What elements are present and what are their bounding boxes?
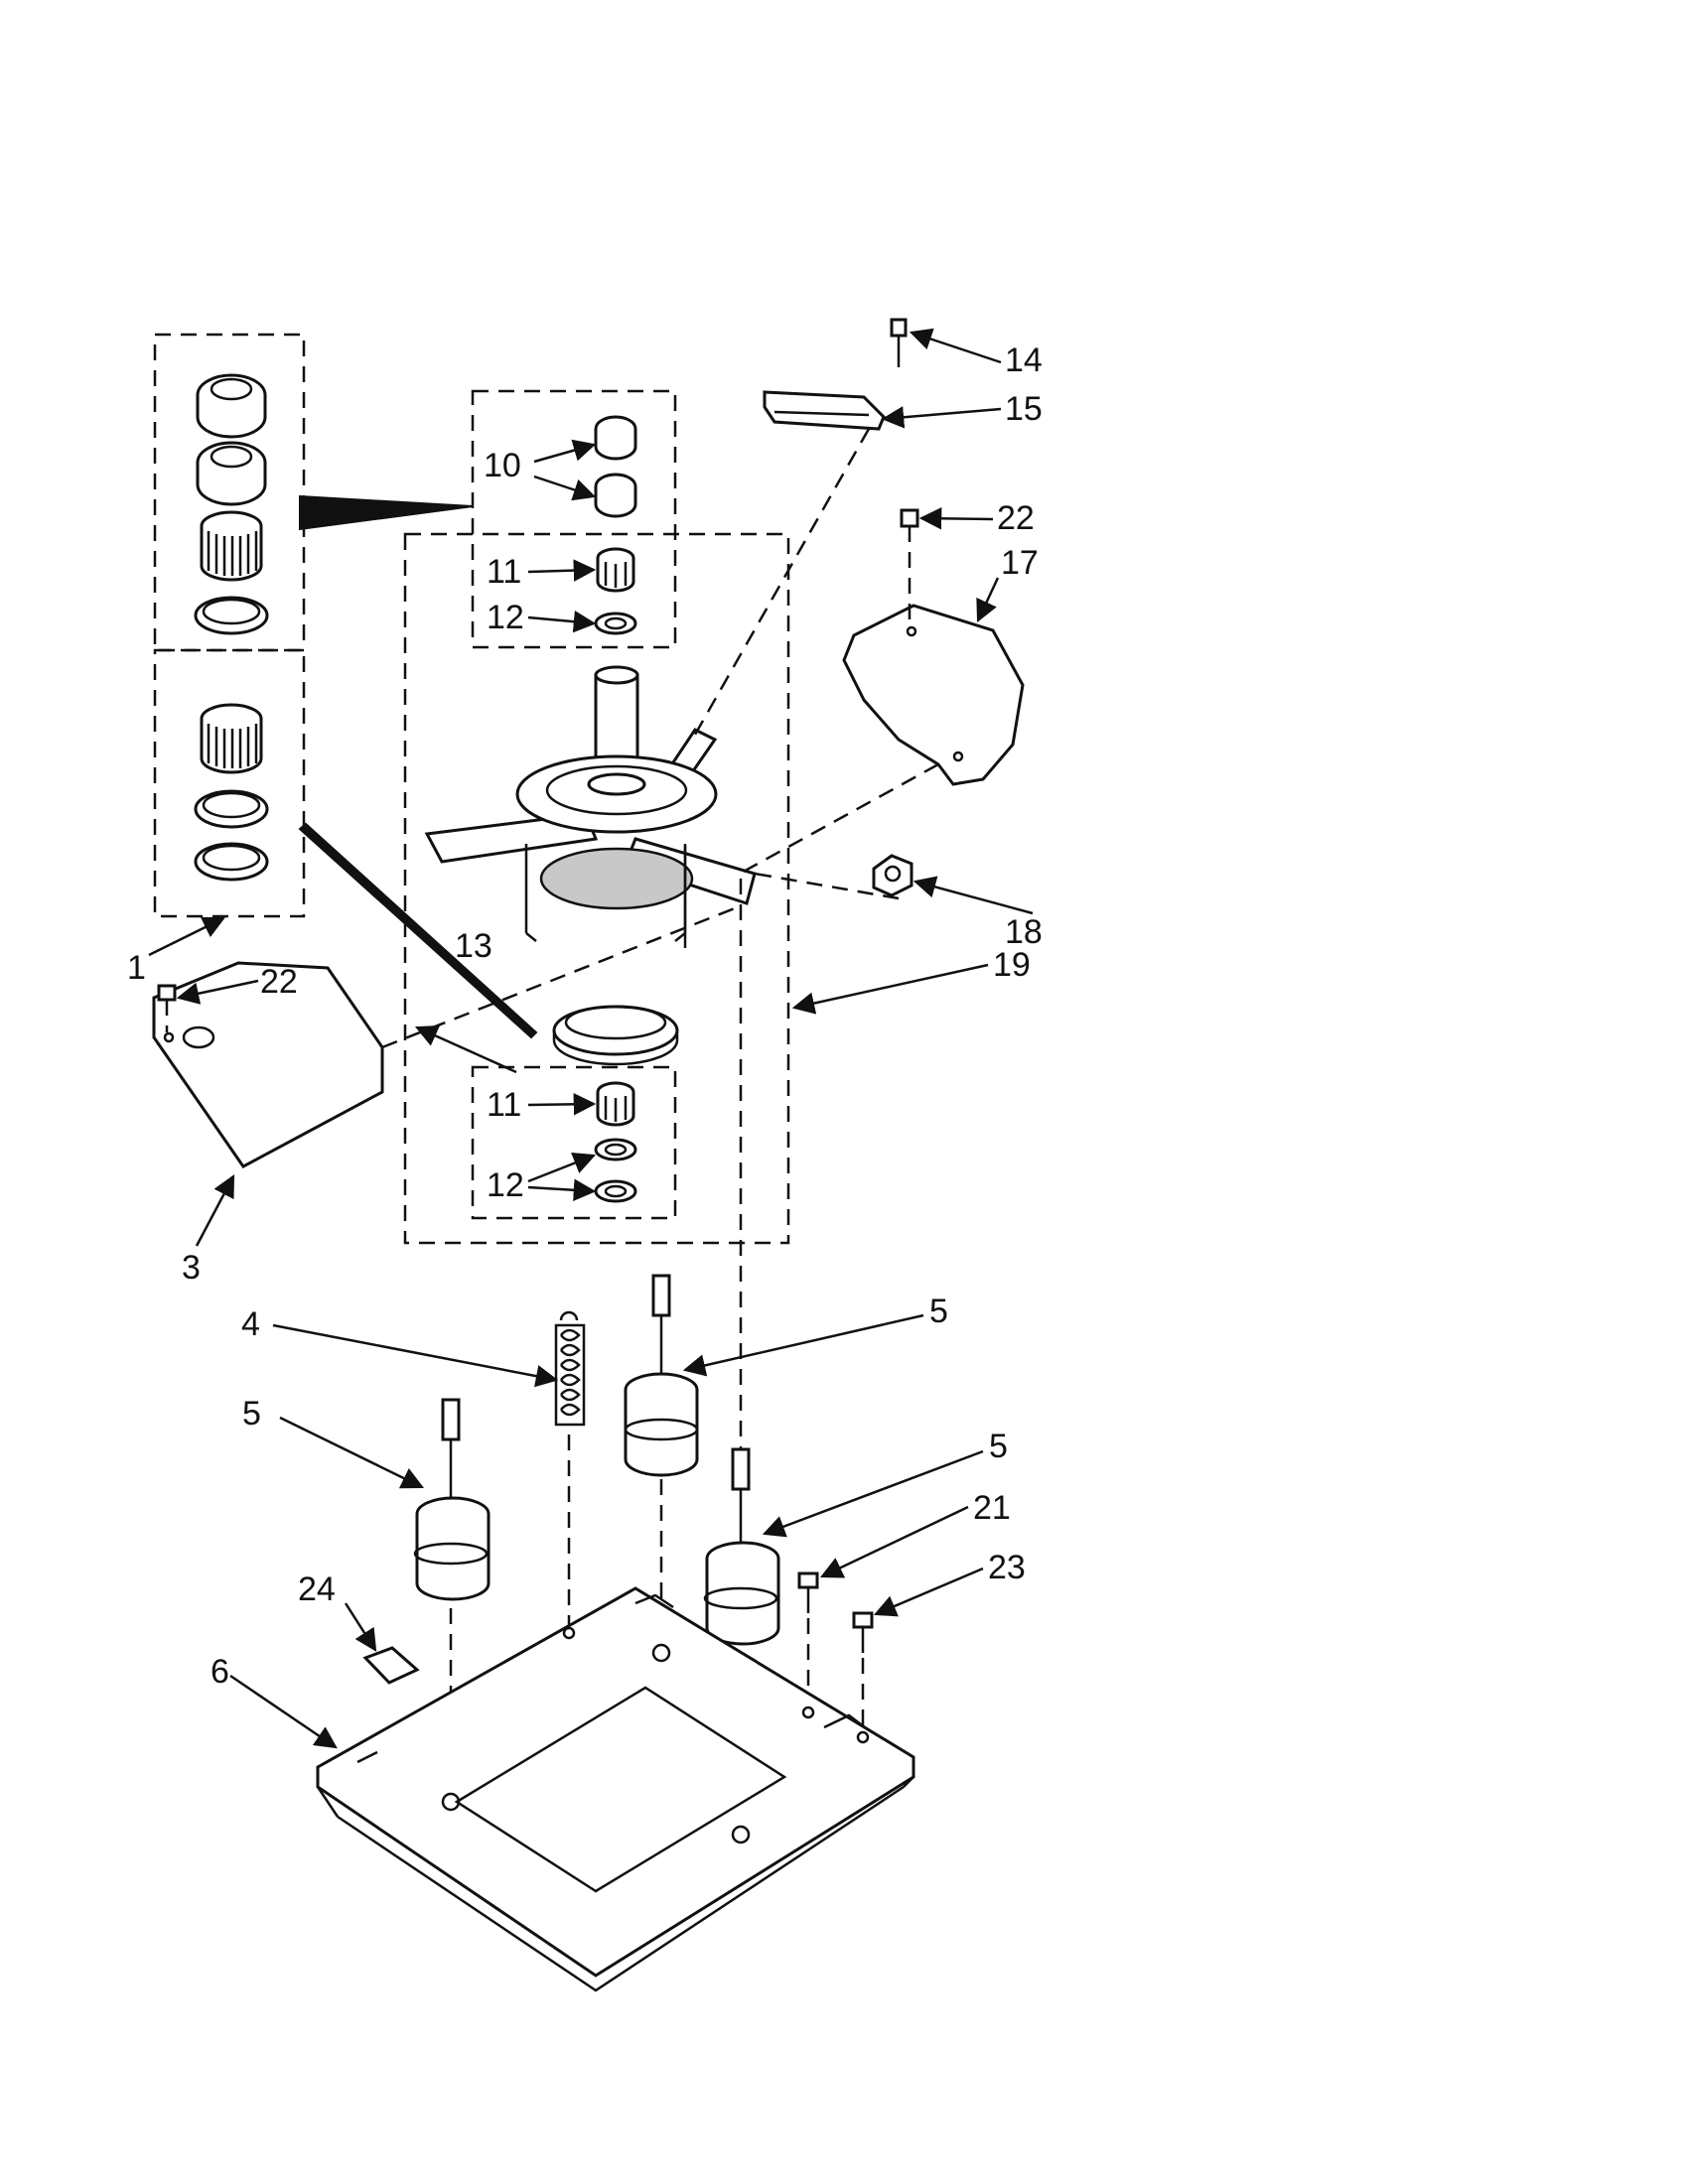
suspension-rod-icon — [624, 1274, 699, 1638]
screw-icon — [900, 508, 919, 620]
screw-icon — [157, 984, 177, 1032]
transmission-box-19 — [403, 532, 790, 1245]
callout-15: 15 — [1005, 390, 1043, 428]
callout-17: 17 — [1001, 544, 1039, 582]
screw-icon — [890, 318, 908, 367]
callout-21: 21 — [973, 1489, 1011, 1527]
cover-plate-icon — [842, 604, 1025, 786]
callout-4: 4 — [241, 1305, 260, 1343]
callout-12: 12 — [487, 1166, 524, 1204]
bushing-icon — [594, 473, 637, 518]
callout-23: 23 — [988, 1549, 1026, 1586]
callout-5: 5 — [929, 1293, 948, 1330]
cover-plate-icon — [152, 961, 384, 1168]
washer-icon — [594, 612, 637, 635]
callout-5: 5 — [242, 1395, 261, 1433]
callout-1: 1 — [127, 949, 146, 987]
bushing-icon — [594, 415, 637, 461]
dashed-guide — [693, 428, 871, 736]
spring-icon — [554, 1310, 586, 1427]
ring-icon — [194, 842, 269, 882]
kit-box-10-12 — [471, 389, 677, 649]
callout-14: 14 — [1005, 341, 1043, 379]
washer-icon — [594, 1179, 637, 1203]
seal-icon — [196, 373, 267, 439]
bearing-icon — [596, 547, 635, 593]
dashed-guide — [381, 906, 736, 1049]
leader-lines — [148, 328, 1034, 1749]
gear-bearing-icon — [200, 703, 263, 774]
kit-box-11-12 — [471, 1065, 677, 1220]
base-plate-icon — [316, 1586, 915, 1992]
ring-icon — [552, 1005, 679, 1066]
bearing-icon — [596, 1081, 635, 1127]
callout-11: 11 — [487, 553, 521, 591]
callout-10: 10 — [484, 447, 521, 484]
callout-12: 12 — [487, 599, 524, 636]
ring-icon — [194, 789, 269, 829]
callout-13: 13 — [455, 927, 492, 965]
bracket-icon — [763, 390, 886, 431]
ring-icon — [194, 596, 269, 635]
callout-18: 18 — [1005, 913, 1043, 951]
transmission-icon — [424, 665, 757, 948]
callout-5: 5 — [989, 1428, 1008, 1465]
dashed-guide — [739, 762, 939, 876]
callout-22: 22 — [260, 963, 298, 1001]
pointer-wedge — [299, 494, 474, 531]
callout-3: 3 — [182, 1249, 201, 1287]
screw-icon — [852, 1611, 874, 1732]
pointer-wedge — [298, 822, 538, 1039]
callout-24: 24 — [298, 1570, 336, 1608]
washer-icon — [594, 1138, 637, 1161]
callout-labels: 1 22 3 13 4 5 5 5 6 10 11 12 11 12 14 15… — [127, 341, 1043, 1691]
callout-6: 6 — [210, 1653, 229, 1691]
seal-icon — [196, 441, 267, 506]
nut-icon — [872, 854, 913, 897]
kit-box-lower — [153, 648, 306, 918]
gear-bearing-icon — [200, 510, 263, 582]
clip-icon — [362, 1646, 420, 1685]
callout-11: 11 — [487, 1086, 521, 1124]
screw-icon — [797, 1571, 819, 1707]
callout-19: 19 — [993, 946, 1031, 984]
callout-22: 22 — [997, 499, 1035, 537]
